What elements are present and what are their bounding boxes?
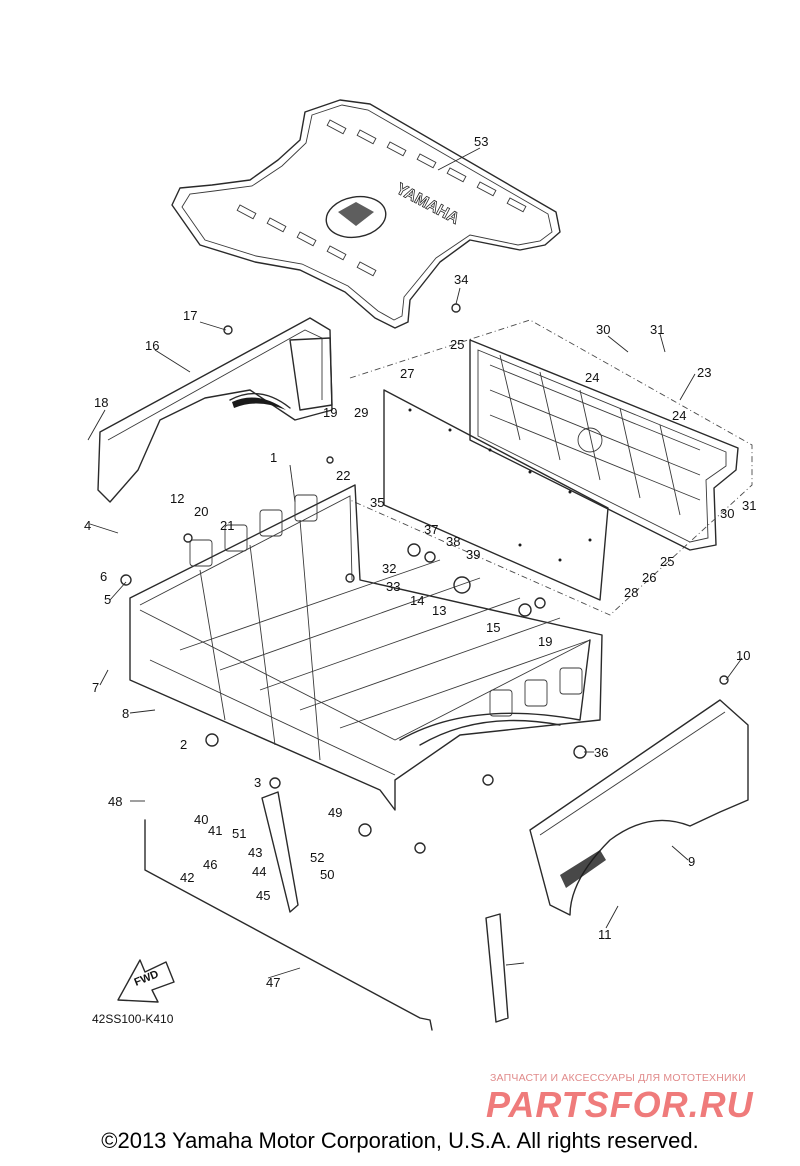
callout-17: 17 <box>183 308 197 323</box>
callout-36: 36 <box>594 745 608 760</box>
back-panel-part <box>383 389 609 601</box>
callout-44: 44 <box>252 864 266 879</box>
gas-strut-part <box>261 791 509 1023</box>
callout-19: 19 <box>323 405 337 420</box>
callout-43: 43 <box>248 845 262 860</box>
callout-34: 34 <box>454 272 468 287</box>
callout-53: 53 <box>474 134 488 149</box>
callout-9: 9 <box>688 854 695 869</box>
callout-52: 52 <box>310 850 324 865</box>
callout-24: 24 <box>585 370 599 385</box>
callout-46: 46 <box>203 857 217 872</box>
callout-25b: 25 <box>660 554 674 569</box>
diagram-code: 42SS100-K410 <box>92 1012 174 1026</box>
callout-5: 5 <box>104 592 111 607</box>
callout-30b: 30 <box>720 506 734 521</box>
callout-22: 22 <box>336 468 350 483</box>
callout-11: 11 <box>598 927 612 942</box>
callout-18: 18 <box>94 395 108 410</box>
callout-25: 25 <box>450 337 464 352</box>
callout-2: 2 <box>180 737 187 752</box>
tailgate-assembly-outline <box>349 319 753 616</box>
callout-28: 28 <box>624 585 638 600</box>
callout-50: 50 <box>320 867 334 882</box>
fwd-arrow-icon: FWD <box>117 959 175 1003</box>
callout-27: 27 <box>400 366 414 381</box>
bed-mat-part: YAMAHA <box>171 99 561 329</box>
callout-38: 38 <box>446 534 460 549</box>
small-fasteners <box>120 303 729 854</box>
callout-42: 42 <box>180 870 194 885</box>
callout-47: 47 <box>266 975 280 990</box>
callout-49: 49 <box>328 805 342 820</box>
callout-15: 15 <box>486 620 500 635</box>
callout-40: 40 <box>194 812 208 827</box>
watermark-logo: PARTSFOR.RU <box>486 1084 754 1125</box>
rear-fender-part <box>529 699 749 916</box>
callout-35: 35 <box>370 495 384 510</box>
callout-33: 33 <box>386 579 400 594</box>
callout-26: 26 <box>642 570 656 585</box>
callout-12: 12 <box>170 491 184 506</box>
callout-10: 10 <box>736 648 750 663</box>
callout-6: 6 <box>100 569 107 584</box>
callout-4: 4 <box>84 518 91 533</box>
callout-14: 14 <box>410 593 424 608</box>
callout-13: 13 <box>432 603 446 618</box>
callout-20: 20 <box>194 504 208 519</box>
cargo-bed-part <box>129 484 603 811</box>
callout-51: 51 <box>232 826 246 841</box>
callout-41: 41 <box>208 823 222 838</box>
copyright-notice: ©2013 Yamaha Motor Corporation, U.S.A. A… <box>101 1128 699 1153</box>
front-panel-part <box>97 317 333 503</box>
callout-48: 48 <box>108 794 122 809</box>
callout-1: 1 <box>270 450 277 465</box>
callout-23: 23 <box>697 365 711 380</box>
callout-45: 45 <box>256 888 270 903</box>
callout-39: 39 <box>466 547 480 562</box>
release-rod-part <box>144 819 433 1031</box>
callout-37: 37 <box>424 522 438 537</box>
callout-30: 30 <box>596 322 610 337</box>
callout-32: 32 <box>382 561 396 576</box>
callout-31b: 31 <box>742 498 756 513</box>
callout-29: 29 <box>354 405 368 420</box>
callout-16: 16 <box>145 338 159 353</box>
fwd-label: FWD <box>133 968 161 989</box>
leader-lines <box>87 147 743 979</box>
callout-24b: 24 <box>672 408 686 423</box>
callout-21: 21 <box>220 518 234 533</box>
callout-7: 7 <box>92 680 99 695</box>
callout-19b: 19 <box>538 634 552 649</box>
tailgate-part <box>469 339 739 551</box>
mat-logo-text: YAMAHA <box>393 181 462 228</box>
callout-8: 8 <box>122 706 129 721</box>
callout-3: 3 <box>254 775 261 790</box>
callout-31: 31 <box>650 322 664 337</box>
watermark-tagline: ЗАПЧАСТИ И АКСЕССУАРЫ ДЛЯ МОТОТЕХНИКИ <box>490 1072 746 1084</box>
